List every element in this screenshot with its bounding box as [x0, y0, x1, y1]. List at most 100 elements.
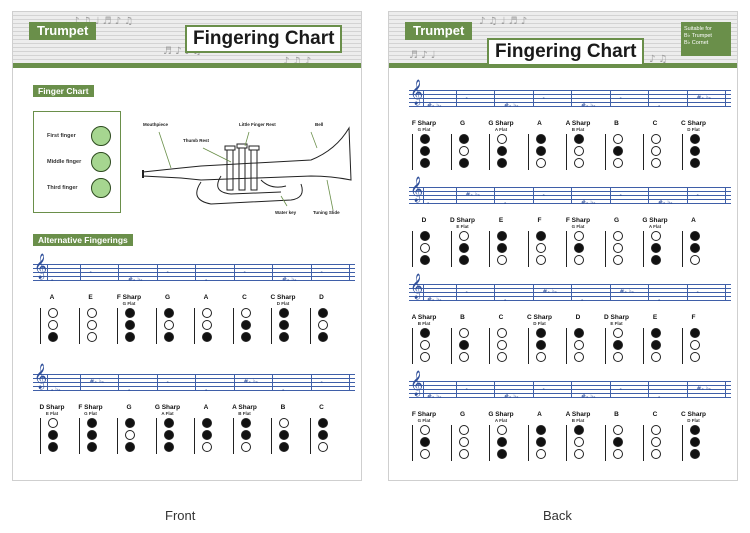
valve-diagram: [309, 308, 334, 346]
pressed-valve-icon: [651, 340, 661, 350]
bar-line: [310, 264, 312, 280]
bar-line: [455, 90, 457, 106]
pressed-valve-icon: [317, 308, 328, 318]
enharmonic-name: [444, 418, 482, 423]
pressed-valve-icon: [202, 418, 212, 428]
note-name: C: [498, 314, 504, 321]
enharmonic-name: G Flat: [122, 301, 136, 306]
staff-note: 𝅝: [465, 288, 468, 295]
valve-diagram: [155, 418, 180, 456]
pressed-valve-icon: [279, 430, 289, 440]
music-staff: 𝄞#𝅝 ♭𝅝𝅝#𝅝 ♭𝅝𝅝#𝅝 ♭𝅝𝅝𝅝#𝅝 ♭𝅝: [409, 80, 731, 116]
suitable-for-badge: Suitable for B♭ Trumpet B♭ Cornet: [681, 22, 731, 56]
note-name: A: [537, 411, 542, 418]
valve-diagram: [604, 425, 629, 463]
valve-diagram: [566, 425, 590, 463]
open-valve-icon: [651, 352, 661, 362]
pressed-valve-icon: [163, 332, 174, 342]
bar-line: [118, 264, 119, 280]
pressed-valve-icon: [86, 430, 97, 440]
enharmonic-name: B Flat: [571, 127, 585, 132]
enharmonic-name: [521, 418, 559, 423]
note-name: C: [652, 120, 658, 127]
open-valve-icon: [612, 352, 623, 362]
pressed-valve-icon: [535, 146, 546, 156]
fingering-column: F: [521, 217, 559, 267]
pressed-valve-icon: [48, 332, 58, 342]
enharmonic-name: [405, 224, 443, 229]
fingering-column: E: [636, 314, 674, 364]
pressed-valve-icon: [651, 255, 661, 265]
valve-diagram: [412, 425, 436, 463]
valve-diagram: [527, 134, 552, 172]
note-name: A Sharp: [232, 404, 257, 411]
pressed-valve-icon: [163, 442, 174, 452]
pressed-valve-icon: [497, 449, 507, 459]
enharmonic-name: [675, 224, 713, 229]
pressed-valve-icon: [612, 340, 623, 350]
suitable-line: Suitable for: [684, 26, 712, 32]
open-valve-icon: [497, 352, 507, 362]
enharmonic-name: G Flat: [417, 418, 431, 423]
staff-note: #𝅝 ♭𝅝: [619, 288, 635, 295]
enharmonic-name: [482, 321, 520, 326]
valve-diagram: [271, 418, 295, 456]
open-valve-icon: [202, 442, 212, 452]
valve-diagram: [117, 418, 141, 456]
pressed-valve-icon: [458, 255, 469, 265]
open-valve-icon: [240, 442, 251, 452]
note-name: G: [164, 294, 171, 301]
enharmonic-name: [636, 127, 674, 132]
bar-line: [571, 381, 572, 397]
staff-note: #𝅝 ♭𝅝: [282, 276, 297, 283]
open-valve-icon: [574, 352, 584, 362]
note-name: D Sharp: [450, 217, 475, 224]
music-staff: 𝄞#𝅝 ♭𝅝𝅝𝅝#𝅝 ♭𝅝𝅝#𝅝 ♭𝅝𝅝𝅝: [409, 274, 731, 310]
open-valve-icon: [612, 243, 623, 253]
enharmonic-name: [187, 301, 225, 306]
pressed-valve-icon: [535, 425, 546, 435]
pressed-valve-icon: [48, 442, 58, 452]
note-name: G Sharp: [642, 217, 668, 224]
open-valve-icon: [612, 134, 623, 144]
valve-diagram: [527, 328, 552, 366]
staff-note: 𝅝: [542, 385, 545, 392]
staff-note: 𝅝: [320, 268, 323, 275]
enharmonic-name: [636, 418, 674, 423]
note-name: C: [319, 404, 324, 411]
open-valve-icon: [163, 320, 174, 330]
note-name: A: [203, 404, 209, 411]
staff-note: 𝅝 ♭𝅝: [51, 386, 61, 393]
bar-line: [532, 90, 534, 106]
staff-note: 𝅝: [51, 276, 54, 283]
enharmonic-name: [521, 127, 559, 132]
note-name: G Sharp: [154, 404, 181, 411]
pressed-valve-icon: [420, 437, 430, 447]
enharmonic-name: [33, 301, 71, 306]
enharmonic-name: E Flat: [456, 224, 469, 229]
bar-line: [156, 374, 158, 390]
instrument-tag: Trumpet: [405, 22, 473, 40]
enharmonic-name: [598, 127, 636, 132]
enharmonic-name: [303, 301, 341, 306]
note-name: A: [203, 294, 209, 301]
note-name: C Sharp: [681, 120, 706, 127]
pressed-valve-icon: [574, 134, 584, 144]
valve-diagram: [117, 308, 141, 346]
enharmonic-name: [675, 321, 713, 326]
valve-diagram: [232, 418, 257, 456]
pressed-valve-icon: [535, 437, 546, 447]
enharmonic-name: D Flat: [533, 321, 546, 326]
valve-diagram: [194, 418, 218, 456]
open-valve-icon: [202, 320, 212, 330]
valve-diagram: [681, 328, 706, 366]
staff-note: #𝅝 ♭𝅝: [696, 385, 712, 392]
note-name: A Sharp: [565, 411, 591, 418]
music-staff: 𝄞𝅝 ♭𝅝#𝅝 ♭𝅝𝅝𝅝𝅝#𝅝 ♭𝅝𝅝𝅝: [33, 364, 355, 400]
